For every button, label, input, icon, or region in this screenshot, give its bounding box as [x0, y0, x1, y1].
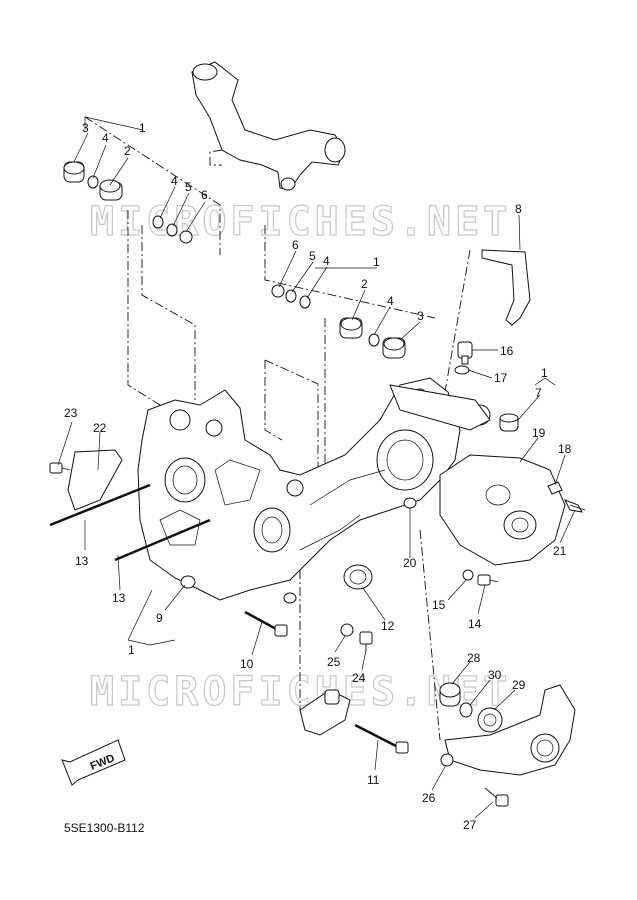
callout: 1	[128, 643, 135, 657]
callout: 5	[185, 180, 192, 194]
washer-25	[340, 623, 354, 637]
callout: 8	[515, 202, 522, 216]
callout: 13	[75, 554, 89, 568]
washer-26	[440, 753, 454, 767]
breather-hose	[481, 249, 531, 326]
bolt-23	[49, 462, 71, 474]
dowel-pin-20	[403, 497, 417, 509]
callout: 27	[463, 818, 477, 832]
crankcase	[137, 377, 491, 604]
callout: 10	[240, 657, 254, 671]
callout: 16	[500, 344, 514, 358]
callout: 24	[352, 671, 366, 685]
callout-numbers: 1 2 3 4 4 5 6 1 2 3 4 4 5 6 8 16 17 1 7 …	[64, 121, 572, 832]
callout: 4	[102, 131, 109, 145]
callout: 19	[532, 426, 546, 440]
stud-bolts-13	[49, 483, 211, 562]
callout: 1	[139, 121, 146, 135]
callout: 1	[373, 255, 380, 269]
callout: 3	[417, 309, 424, 323]
bolt-24	[359, 631, 373, 652]
callout: 26	[422, 791, 436, 805]
o-ring	[454, 365, 470, 375]
bushing-set-right	[264, 225, 436, 359]
callout: 14	[468, 617, 482, 631]
engine-mount-bracket	[191, 61, 346, 191]
bushing-28	[439, 682, 461, 707]
callout: 4	[323, 254, 330, 268]
bearing-29	[477, 707, 503, 733]
washer-15	[462, 569, 474, 581]
callout: 22	[93, 421, 107, 435]
dowel-pin-7	[499, 413, 519, 432]
callout: 5	[309, 249, 316, 263]
bolt-14	[477, 574, 499, 586]
callout: 4	[171, 174, 178, 188]
callout: 15	[432, 598, 446, 612]
callout: 7	[535, 386, 542, 400]
diagram-code: 5SE1300-B112	[64, 821, 145, 835]
bolt-27	[484, 787, 509, 807]
plate-22	[67, 449, 123, 511]
dowel-pin-9	[180, 575, 196, 589]
bolt-10	[244, 610, 288, 637]
callout: 28	[467, 651, 481, 665]
callout: 9	[156, 611, 163, 625]
rear-arm-bracket	[444, 684, 576, 776]
bushing-set-left	[63, 116, 221, 255]
callout: 4	[387, 294, 394, 308]
callout: 11	[367, 773, 380, 787]
callout: 29	[512, 678, 526, 692]
drain-plug	[457, 341, 473, 365]
callout: 25	[327, 655, 341, 669]
tensioner	[299, 689, 351, 736]
callout: 2	[361, 277, 368, 291]
callout: 18	[558, 442, 572, 456]
callout: 3	[82, 121, 89, 135]
callout: 30	[488, 668, 502, 682]
callout: 2	[124, 144, 131, 158]
leader-lines	[57, 116, 576, 819]
watermark-bottom: MICROFICHES.NET	[90, 669, 511, 715]
callout: 21	[553, 544, 567, 558]
callout: 6	[201, 188, 208, 202]
callout: 17	[494, 371, 508, 385]
crankcase-cover	[439, 454, 566, 566]
washer-30	[459, 702, 473, 718]
callout: 12	[381, 619, 395, 633]
callout: 13	[112, 591, 126, 605]
bolt-11	[354, 723, 409, 754]
callout: 6	[292, 238, 299, 252]
cover-bolts	[547, 481, 586, 513]
callout: 23	[64, 406, 78, 420]
fwd-arrow-icon: FWD	[61, 739, 126, 786]
oil-seal-12	[343, 564, 373, 590]
callout: 20	[403, 556, 417, 570]
callout: 1	[541, 366, 548, 380]
